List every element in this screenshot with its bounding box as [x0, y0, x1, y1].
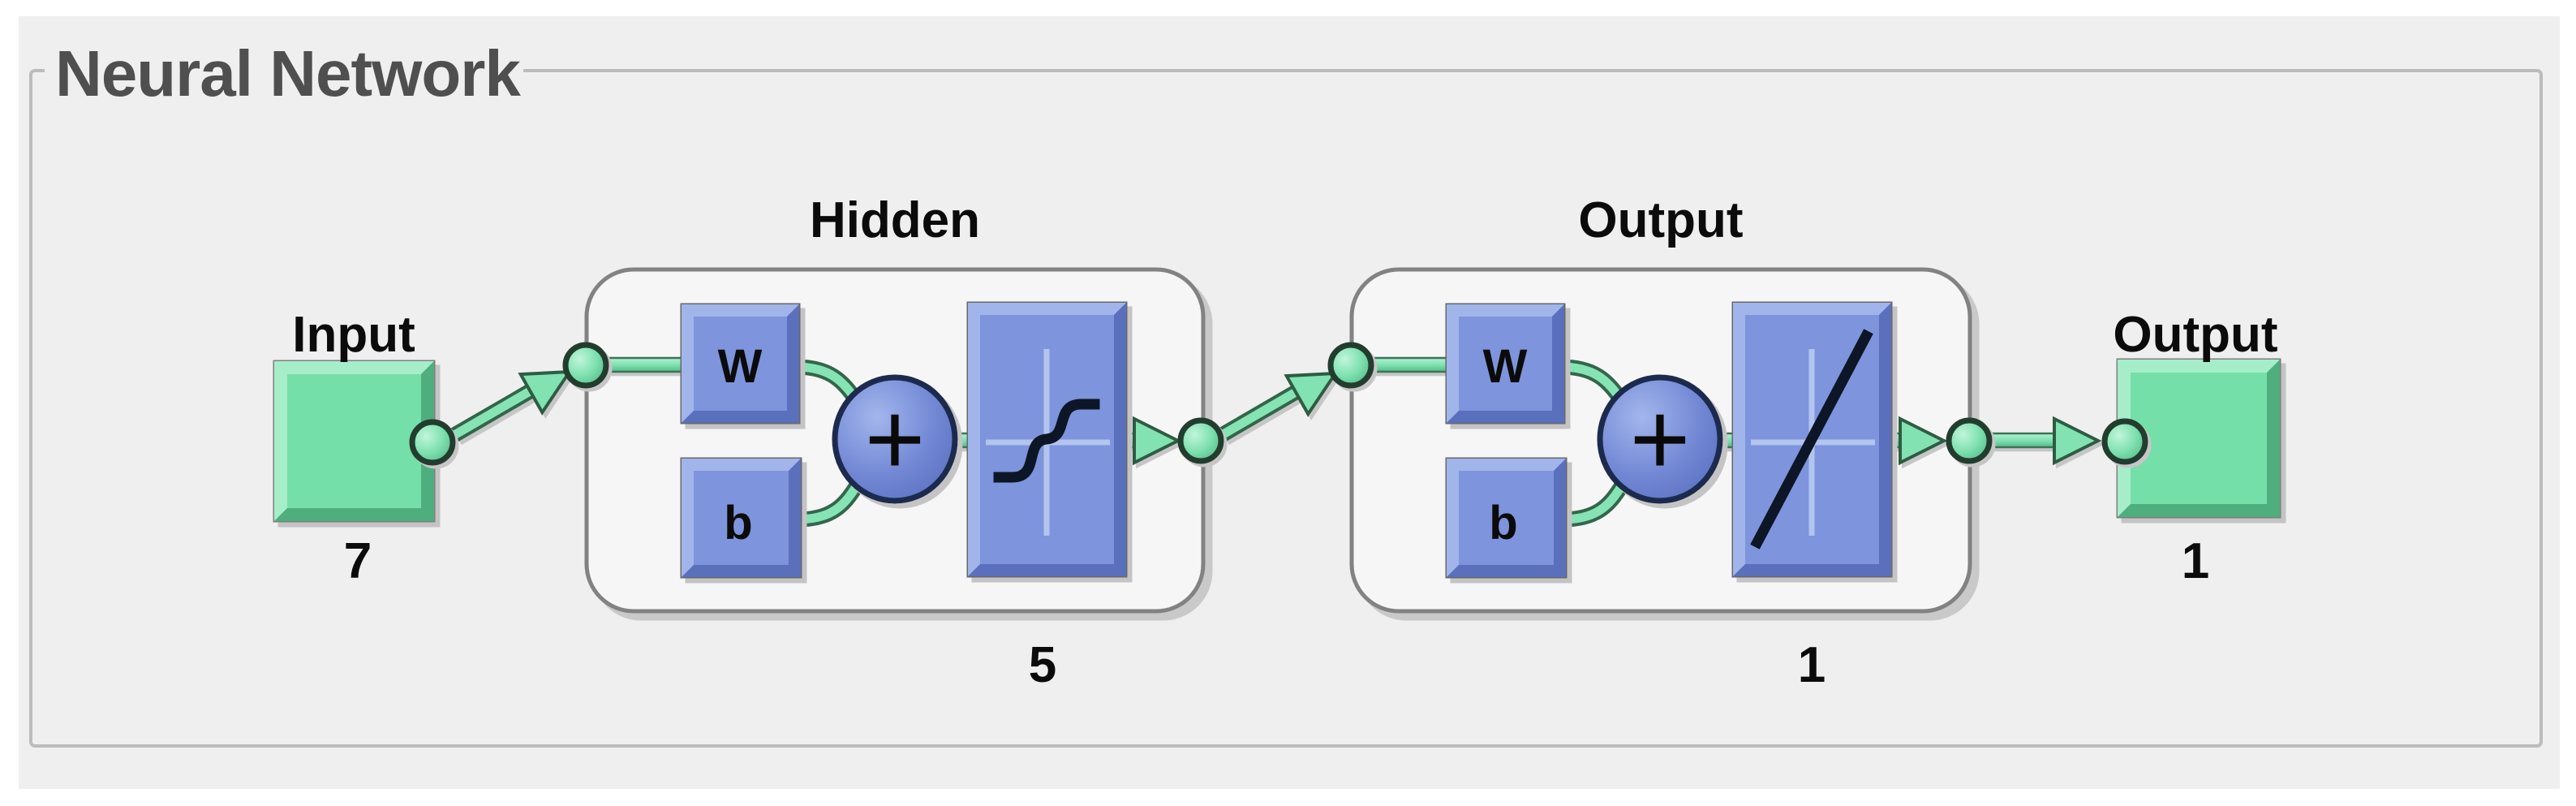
output-sum-node	[1597, 374, 1723, 504]
junction-node	[1177, 417, 1224, 464]
output-layer-title: Output	[1578, 192, 1743, 248]
junction-node	[1946, 417, 1993, 464]
hidden-sum-plus: +	[865, 381, 926, 498]
connector-bars	[604, 356, 2065, 449]
output-layer-size-label: 1	[1798, 637, 1826, 693]
output-block-size-label: 1	[2182, 533, 2209, 589]
hidden-bias-block	[680, 457, 802, 579]
hidden-bias-label: b	[724, 497, 752, 550]
group-box-border	[29, 69, 2543, 748]
page-title: Neural Network	[55, 37, 521, 110]
hidden-weight-block	[680, 303, 801, 425]
junction-node	[409, 419, 456, 466]
output-bias-block	[1445, 457, 1568, 579]
input-block	[273, 360, 436, 523]
hidden-weight-label: W	[718, 340, 763, 393]
hidden-layer-title: Hidden	[810, 192, 980, 248]
title-backplate	[45, 32, 523, 107]
connection-arrow	[450, 351, 583, 442]
hidden-sum-node	[832, 374, 958, 504]
output-bias-label: b	[1489, 497, 1517, 550]
purelin-icon	[1731, 301, 1893, 578]
output-weight-label: W	[1483, 340, 1528, 393]
connection-arrow	[1218, 352, 1348, 442]
junction-node	[1327, 342, 1374, 389]
junction-node	[2101, 418, 2148, 465]
hidden-size-label: 5	[1029, 637, 1056, 693]
input-label: Input	[292, 307, 415, 363]
input-size-label: 7	[344, 533, 372, 589]
junction-nodes	[409, 342, 2148, 466]
output-block-label: Output	[2113, 307, 2277, 363]
junction-node	[562, 342, 609, 389]
tansig-icon	[966, 301, 1128, 578]
output-weight-block	[1445, 303, 1566, 425]
output-sum-plus: +	[1630, 381, 1691, 498]
